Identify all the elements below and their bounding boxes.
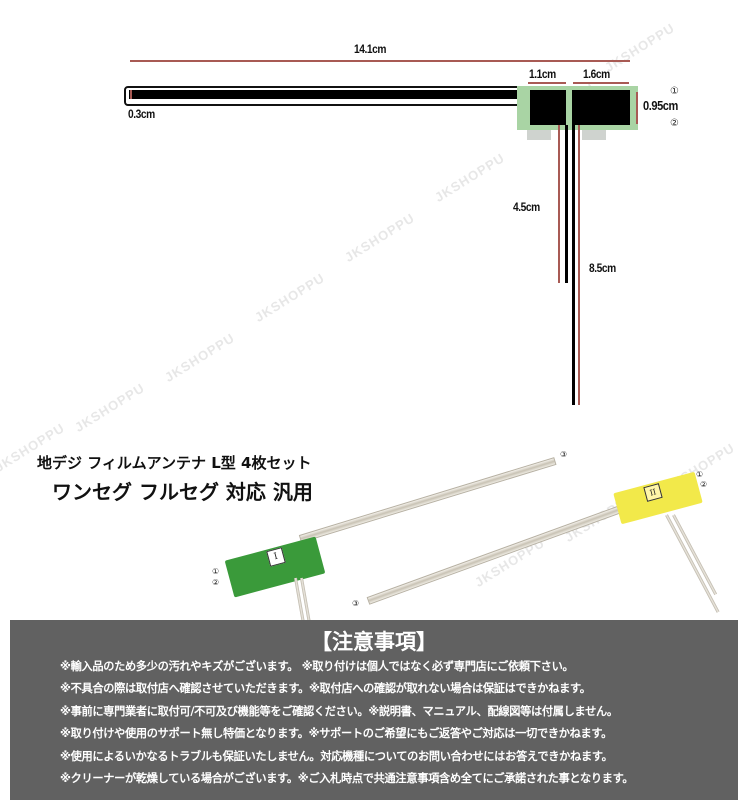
notice-box: 【注意事項】 ※輸入品のため多少の汚れやキズがございます。 ※取り付けは個人では…: [10, 620, 738, 800]
dim-pad-height: 0.95cm: [643, 98, 678, 113]
antenna-wire: [672, 514, 718, 596]
marker-1: ①: [696, 470, 704, 479]
notice-line: ※不具合の際は取付店へ確認させていただきます。※取付店への確認が取れない場合は保…: [60, 682, 591, 696]
marker-2: ②: [700, 480, 708, 489]
dim-short-lead: 4.5cm: [513, 200, 540, 214]
product-subtitle: ワンセグ フルセグ 対応 汎用: [52, 480, 313, 504]
notice-line: ※使用によるいかなるトラブルも保証いたしません。対応機種についてのお問い合わせに…: [60, 749, 613, 763]
dim-line-short-lead: [558, 125, 560, 283]
terminal-marker-2: ②: [670, 118, 679, 129]
pad-tab-right: [582, 130, 606, 140]
watermark: JKSHOPPU: [432, 150, 508, 205]
pad-conductor-right: [572, 90, 630, 125]
antenna-pad-green: [224, 536, 326, 598]
marker-1: ①: [212, 567, 220, 576]
dim-line-long-lead: [578, 125, 580, 405]
notice-line: ※取り付けや使用のサポート無し特価となります。※サポートのご希望にもご返答やご対…: [60, 727, 613, 741]
dim-line-pad-height: [636, 92, 638, 124]
element-strip: [129, 90, 525, 99]
product-title: 地デジ フィルムアンテナ L型 4枚セット: [37, 454, 312, 472]
dim-left-pad: 1.1cm: [529, 67, 556, 81]
marker-3: ③: [352, 599, 360, 608]
watermark: JKSHOPPU: [602, 20, 678, 75]
short-lead: [565, 125, 568, 283]
dim-element-width: 0.3cm: [128, 107, 155, 121]
dim-right-pad: 1.6cm: [583, 67, 610, 81]
antenna-wire: [665, 514, 720, 613]
watermark: JKSHOPPU: [252, 270, 328, 325]
dim-line-width: [130, 90, 132, 99]
notice-line: ※クリーナーが乾燥している場合がございます。※ご入札時点で共通注意事項含め全てに…: [60, 772, 634, 786]
terminal-marker-1: ①: [670, 86, 679, 97]
dim-line-right-pad: [573, 82, 629, 84]
antenna-rod: [366, 505, 621, 605]
dim-total-length: 14.1cm: [354, 42, 387, 56]
watermark: JKSHOPPU: [342, 210, 418, 265]
dim-line-total: [130, 60, 630, 62]
notice-title: 【注意事項】: [311, 630, 437, 654]
pad-conductor-left: [530, 90, 566, 125]
dim-line-left-pad: [528, 82, 566, 84]
long-lead: [572, 125, 575, 405]
marker-3: ③: [560, 450, 568, 459]
notice-line: ※輸入品のため多少の汚れやキズがございます。 ※取り付けは個人ではなく必ず専門店…: [60, 660, 574, 673]
pad-tab-left: [527, 130, 551, 140]
marker-2: ②: [212, 578, 220, 587]
dim-long-lead: 8.5cm: [589, 261, 616, 275]
notice-line: ※事前に専門業者に取付可/不可及び機能等をご確認ください。※説明書、マニュアル、…: [60, 704, 618, 718]
watermark: JKSHOPPU: [72, 380, 148, 435]
antenna-rod: [298, 457, 557, 543]
watermark: JKSHOPPU: [162, 330, 238, 385]
